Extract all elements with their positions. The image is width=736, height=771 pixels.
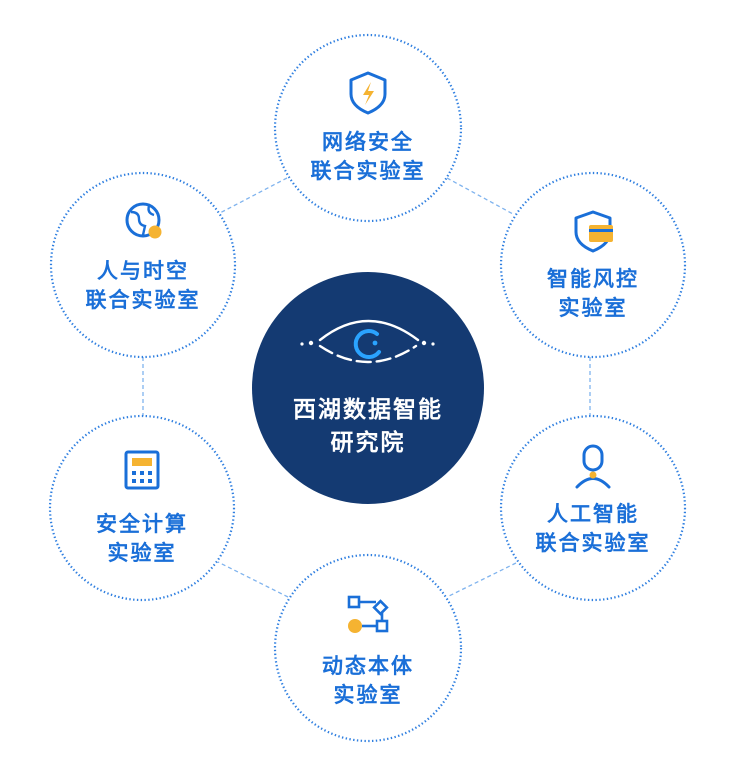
lab-node-ring — [49, 171, 237, 359]
lab-node-human-spacetime[interactable] — [49, 171, 237, 359]
lab-label-line1: 人工智能 — [547, 502, 639, 526]
connector-line — [217, 177, 288, 215]
lab-node-ring — [273, 33, 463, 223]
center-node[interactable] — [252, 272, 484, 504]
lab-label-line1: 安全计算 — [96, 512, 188, 536]
center-label-line1: 西湖数据智能 — [293, 397, 443, 423]
lab-label-line2: 实验室 — [333, 683, 403, 707]
shield-card-icon — [574, 210, 613, 253]
lab-label-line2: 实验室 — [107, 541, 177, 565]
lab-label-dynamic-ontology: 动态本体 实验室 — [283, 652, 453, 710]
lab-node-dynamic-ontology[interactable] — [273, 553, 463, 743]
connector-line — [446, 562, 517, 598]
lab-node-risk-control[interactable] — [499, 171, 687, 359]
lab-label-risk-control: 智能风控 实验室 — [508, 265, 678, 323]
lab-label-line1: 网络安全 — [322, 130, 414, 154]
person-icon — [575, 444, 611, 489]
center-label: 西湖数据智能 研究院 — [263, 394, 473, 460]
flow-nodes-icon — [347, 595, 389, 633]
shield-lightning-icon — [349, 71, 387, 115]
lab-label-line1: 动态本体 — [322, 654, 414, 678]
lab-node-secure-computing[interactable] — [48, 414, 236, 602]
center-circle — [252, 272, 484, 504]
calculator-icon — [124, 450, 160, 490]
lab-node-ring — [499, 414, 687, 602]
lab-label-line2: 联合实验室 — [535, 531, 651, 555]
lab-label-secure-computing: 安全计算 实验室 — [57, 510, 227, 568]
center-label-line2: 研究院 — [330, 430, 406, 456]
connector-line — [217, 561, 289, 598]
lab-node-network-security[interactable] — [273, 33, 463, 223]
lab-label-network-security: 网络安全 联合实验室 — [283, 128, 453, 186]
eye-logo-icon — [300, 319, 435, 364]
lab-node-ring — [273, 553, 463, 743]
lab-label-line1: 人与时空 — [97, 259, 189, 283]
globe-icon — [125, 202, 162, 239]
lab-label-line2: 实验室 — [558, 296, 628, 320]
connector-line — [446, 177, 514, 215]
lab-node-ai[interactable] — [499, 414, 687, 602]
lab-label-line2: 联合实验室 — [85, 288, 201, 312]
lab-label-line2: 联合实验室 — [310, 159, 426, 183]
lab-node-ring — [48, 414, 236, 602]
lab-label-ai: 人工智能 联合实验室 — [508, 500, 678, 558]
lab-label-line1: 智能风控 — [547, 267, 639, 291]
connector-lines — [142, 177, 591, 598]
lab-label-human-spacetime: 人与时空 联合实验室 — [58, 257, 228, 315]
lab-node-ring — [499, 171, 687, 359]
